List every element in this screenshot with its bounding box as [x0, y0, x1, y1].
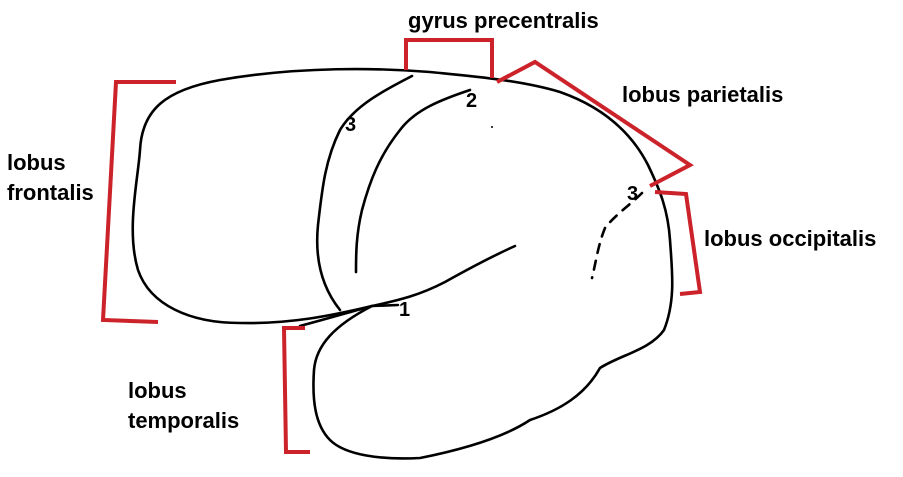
- bracket-occipitalis: [654, 190, 703, 296]
- label-lobus-frontalis-line1: lobus: [7, 150, 66, 175]
- label-lobus-temporalis: lobus temporalis: [128, 376, 239, 435]
- number-sulcus-lateralis: 1: [399, 299, 411, 321]
- bracket-temporalis: [281, 326, 310, 454]
- bracket-precentralis: [404, 38, 494, 78]
- number-sulcus-centralis: 2: [466, 90, 478, 112]
- sulcus-lateralis: [370, 244, 517, 308]
- bracket-parietalis: [496, 59, 694, 188]
- sulcus-centralis: [354, 88, 472, 274]
- label-lobus-occipitalis: lobus occipitalis: [704, 226, 877, 251]
- label-lobus-parietalis: lobus parietalis: [622, 82, 784, 107]
- bracket-frontalis: [100, 80, 176, 324]
- number-parieto-occipital: 3: [627, 183, 639, 205]
- label-gyrus-precentralis: gyrus precentralis: [408, 8, 599, 33]
- label-lobus-frontalis-line2: frontalis: [7, 179, 94, 205]
- sulcus-lateralis-tail: [298, 303, 400, 328]
- stray-dot: [491, 126, 493, 128]
- label-lobus-frontalis: lobus frontalis: [7, 148, 94, 207]
- number-precentral-sulcus: 3: [345, 114, 357, 136]
- label-lobus-temporalis-line1: lobus: [128, 378, 187, 403]
- label-lobus-temporalis-line2: temporalis: [128, 407, 240, 433]
- precentral-sulcus: [315, 74, 414, 312]
- hemisphere-outline: [131, 67, 674, 460]
- parieto-occipital-sulcus: [590, 191, 644, 280]
